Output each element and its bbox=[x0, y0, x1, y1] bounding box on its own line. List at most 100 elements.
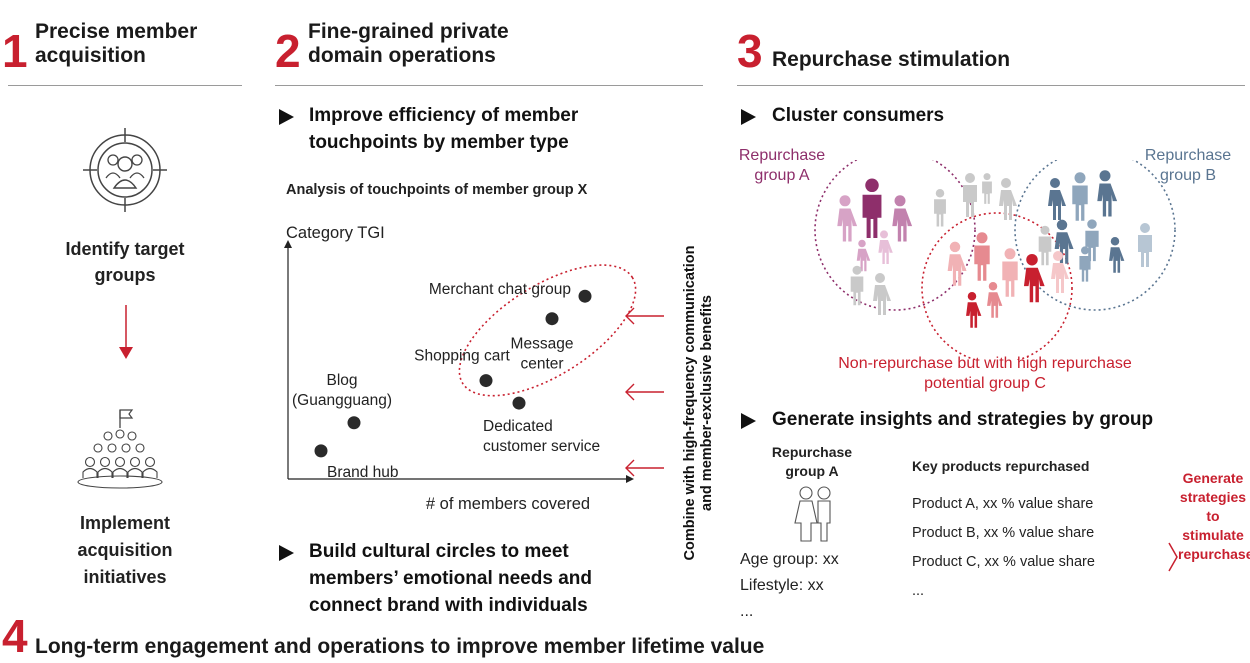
person-icon bbox=[892, 195, 913, 242]
data-point-label: Brand hub bbox=[327, 464, 399, 481]
bullet-cultural-circles: Build cultural circles to meet members’ … bbox=[309, 538, 592, 619]
person-icon bbox=[1002, 248, 1018, 297]
identify-target-groups: Identify target groups bbox=[35, 236, 215, 288]
bullet-cluster-consumers: Cluster consumers bbox=[772, 105, 945, 126]
implement-line1: Implement bbox=[79, 513, 171, 533]
cluster-circle-c bbox=[921, 212, 1073, 360]
data-point-label: Merchant chat group bbox=[429, 281, 571, 298]
side-note-line2: and member-exclusive benefits bbox=[699, 295, 715, 511]
demographics-ellipsis: ... bbox=[740, 603, 754, 620]
side-note: Combine with high-frequency communicatio… bbox=[682, 246, 716, 561]
data-point-label: (Guangguang) bbox=[292, 392, 392, 409]
bullet1-line2: touchpoints by member type bbox=[309, 132, 569, 153]
person-icon bbox=[1085, 219, 1099, 262]
target-group-icon bbox=[83, 128, 167, 212]
person-icon bbox=[966, 292, 982, 328]
data-point-label: customer service bbox=[483, 438, 600, 455]
person-icon bbox=[1097, 170, 1118, 217]
cluster-circle-a bbox=[814, 160, 976, 311]
data-point bbox=[512, 396, 526, 410]
person-icon bbox=[974, 232, 990, 281]
bullet2-line3: connect brand with individuals bbox=[309, 595, 588, 616]
data-point bbox=[347, 416, 361, 430]
group-c-line1: Non-repurchase but with high repurchase bbox=[838, 355, 1132, 372]
bullet-improve-efficiency: Improve efficiency of member touchpoints… bbox=[309, 102, 578, 156]
couple-icon bbox=[794, 486, 831, 542]
bullet-triangle-icon bbox=[279, 545, 294, 561]
key-products-title: Key products repurchased bbox=[912, 458, 1090, 474]
group-c-line2: potential group C bbox=[924, 375, 1046, 392]
group-a-demographics: Age group: xx Lifestyle: xx ... bbox=[740, 547, 839, 625]
data-point-label: Dedicated bbox=[483, 418, 553, 435]
person-icon bbox=[837, 195, 858, 242]
data-point bbox=[578, 289, 592, 303]
person-icon bbox=[856, 239, 871, 272]
section-2-number: 2 bbox=[275, 25, 301, 77]
person-icon bbox=[873, 273, 891, 315]
section-4-title: Long-term engagement and operations to i… bbox=[35, 635, 765, 658]
data-point-label: center bbox=[520, 356, 563, 373]
section-1-title-line1: Precise member bbox=[35, 20, 198, 43]
data-point-label: Message bbox=[511, 336, 574, 353]
section-4-number: 4 bbox=[2, 610, 28, 662]
card-title-line2: group A bbox=[785, 463, 839, 479]
bullet2-line1: Build cultural circles to meet bbox=[309, 541, 569, 562]
person-icon bbox=[947, 241, 967, 286]
person-icon bbox=[1109, 237, 1125, 273]
data-point bbox=[479, 374, 493, 388]
bullet-triangle-icon bbox=[279, 109, 294, 125]
person-icon bbox=[1054, 219, 1074, 264]
section-3-title: Repurchase stimulation bbox=[772, 48, 1011, 71]
section-2-title: Fine-grained private domain operations bbox=[308, 20, 509, 68]
person-icon bbox=[982, 173, 992, 204]
data-point bbox=[314, 444, 328, 458]
section-3-number: 3 bbox=[737, 25, 763, 77]
section-1-number: 1 bbox=[2, 25, 28, 77]
person-icon bbox=[1072, 172, 1088, 221]
person-icon bbox=[862, 178, 882, 238]
person-icon bbox=[1048, 178, 1066, 220]
person-icon bbox=[850, 265, 864, 306]
crowd-flag-icon bbox=[77, 409, 163, 489]
section-1-title-line2: acquisition bbox=[35, 44, 146, 67]
group-b-line1: Repurchase bbox=[1144, 147, 1232, 164]
chevron-right-icon bbox=[1168, 542, 1178, 572]
x-axis-arrow bbox=[626, 475, 634, 483]
implement-acquisition: Implement acquisition initiatives bbox=[35, 510, 215, 591]
x-axis-label: # of members covered bbox=[426, 495, 590, 513]
section-1-divider bbox=[8, 85, 242, 86]
person-icon bbox=[1038, 225, 1052, 266]
person-icon bbox=[987, 282, 1003, 318]
group-a-line1: Repurchase bbox=[738, 147, 826, 164]
product-list: Product A, xx % value share Product B, x… bbox=[912, 490, 1095, 606]
person-icon bbox=[1138, 223, 1152, 267]
strategy-line: stimulate bbox=[1182, 527, 1244, 543]
section-2-title-line2: domain operations bbox=[308, 44, 496, 67]
person-icon bbox=[999, 178, 1017, 220]
side-note-container: Combine with high-frequency communicatio… bbox=[677, 178, 721, 628]
section-2-title-line1: Fine-grained private bbox=[308, 20, 509, 43]
group-a-line2: group A bbox=[754, 167, 810, 184]
implement-line3: initiatives bbox=[83, 567, 167, 587]
strategy-callout: Generate strategies to stimulate repurch… bbox=[1178, 469, 1250, 564]
down-arrow-icon bbox=[119, 305, 133, 359]
section-1-title: Precise member acquisition bbox=[35, 20, 197, 68]
person-icon bbox=[963, 173, 977, 217]
left-arrow-icon bbox=[625, 383, 664, 401]
strategy-line: strategies bbox=[1179, 489, 1247, 505]
consumer-cluster-diagram bbox=[814, 160, 1176, 360]
card-group-a-title: Repurchase group A bbox=[752, 443, 872, 481]
left-arrows bbox=[625, 307, 664, 477]
group-c-label: Non-repurchase but with high repurchase … bbox=[790, 354, 1180, 394]
y-axis-arrow bbox=[284, 240, 292, 248]
chart-title: Analysis of touchpoints of member group … bbox=[286, 182, 588, 198]
y-axis-label: Category TGI bbox=[286, 224, 385, 242]
card-title-line1: Repurchase bbox=[771, 444, 853, 460]
left-arrow-icon bbox=[625, 459, 664, 477]
cluster-circle-b bbox=[1014, 160, 1176, 311]
person-icon bbox=[1023, 253, 1045, 303]
data-point bbox=[545, 312, 559, 326]
identify-line2: groups bbox=[94, 265, 156, 285]
person-icon bbox=[1079, 246, 1091, 282]
implement-line2: acquisition bbox=[77, 540, 173, 560]
